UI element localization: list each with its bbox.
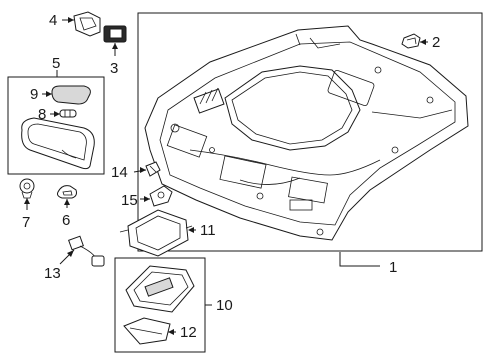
headliner-group-frame <box>137 12 483 252</box>
lamp-bracket <box>149 185 173 207</box>
callout-7: 7 <box>22 198 30 231</box>
lamp-mounting-frame <box>119 209 193 257</box>
callout-12: 12 <box>168 324 197 341</box>
headliner <box>144 25 469 241</box>
callout-4: 4 <box>49 12 74 29</box>
wire-harness <box>68 235 105 267</box>
callout-9: 9 <box>30 86 52 103</box>
callout-5: 5 <box>52 55 60 77</box>
callout-label-11: 11 <box>200 222 216 239</box>
bracket <box>73 11 101 37</box>
callout-10: 10 <box>205 297 233 314</box>
callout-label-3: 3 <box>110 60 118 77</box>
clip <box>401 33 421 49</box>
sunroof-opening <box>224 65 361 151</box>
callout-label-1: 1 <box>389 259 397 276</box>
callout-label-8: 8 <box>38 106 46 123</box>
callout-11: 11 <box>188 222 216 239</box>
map-lamp <box>125 265 195 313</box>
headliner-vent <box>193 87 225 114</box>
sunvisor-group-frame <box>7 76 105 175</box>
lamp-lens <box>123 317 171 345</box>
callout-label-6: 6 <box>62 212 70 229</box>
callout-label-2: 2 <box>432 34 440 51</box>
callout-15: 15 <box>121 192 150 209</box>
callout-label-7: 7 <box>22 214 30 231</box>
callout-label-4: 4 <box>49 12 57 29</box>
callout-13: 13 <box>44 249 75 282</box>
callout-label-12: 12 <box>180 324 197 341</box>
callout-14: 14 <box>111 164 147 181</box>
retainer-clip <box>145 161 161 177</box>
headliner-rear-panel <box>327 69 375 107</box>
callout-label-14: 14 <box>111 164 128 181</box>
callout-3: 3 <box>110 43 118 77</box>
holder-ring <box>57 185 77 199</box>
callout-label-9: 9 <box>30 86 38 103</box>
visor-holder <box>59 109 77 118</box>
callout-6: 6 <box>62 199 70 229</box>
sun-visor <box>21 117 95 170</box>
callout-2: 2 <box>420 34 440 51</box>
clip-small <box>103 25 127 43</box>
hook <box>19 178 35 199</box>
callout-label-10: 10 <box>216 297 233 314</box>
callout-label-5: 5 <box>52 55 60 72</box>
callout-label-15: 15 <box>121 192 138 209</box>
callout-8: 8 <box>38 106 60 123</box>
callout-label-13: 13 <box>44 265 61 282</box>
vanity-mirror <box>51 85 91 105</box>
callout-1: 1 <box>339 252 397 276</box>
